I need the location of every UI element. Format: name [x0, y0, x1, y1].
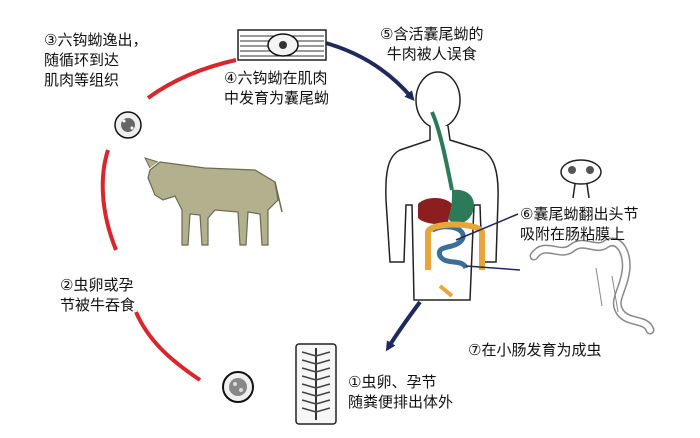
egg-icon [222, 371, 254, 403]
red-arrow-muscle-to-larva [146, 58, 237, 100]
step-2-label: ②虫卵或孕 节被牛吞食 [60, 276, 136, 314]
red-arrow-egg-to-cow [134, 311, 202, 382]
step-7-label: ⑦在小肠发育为成虫 [468, 341, 602, 359]
red-arrow-cow-to-larva [100, 149, 118, 251]
step-4-label: ④六钩蚴在肌肉 中发育为囊尾蚴 [224, 69, 330, 107]
step-3-label: ③六钩蚴逸出， 随循环到达 肌肉等组织 [44, 31, 148, 89]
connector-adult-label [465, 265, 521, 271]
adult-tapeworm-icon [529, 237, 655, 335]
connector-scolex-label [455, 213, 519, 241]
beef-muscle-cyst-icon [237, 29, 327, 61]
cow-icon [144, 157, 283, 246]
human-body-icon [385, 71, 499, 301]
oncosphere-icon [114, 111, 142, 139]
step-6-label: ⑥囊尾蚴翻出头节 吸附在肠粘膜上 [520, 205, 639, 243]
navy-arrow-human-to-feces [385, 300, 422, 352]
scolex-icon [560, 159, 602, 199]
step-1-label: ①虫卵、孕节 随粪便排出体外 [348, 373, 454, 411]
step-5-label: ⑤含活囊尾蚴的 牛肉被人误食 [380, 25, 484, 63]
navy-arrow-meat-to-human [321, 40, 415, 102]
gravid-proglottid-icon [295, 343, 337, 425]
